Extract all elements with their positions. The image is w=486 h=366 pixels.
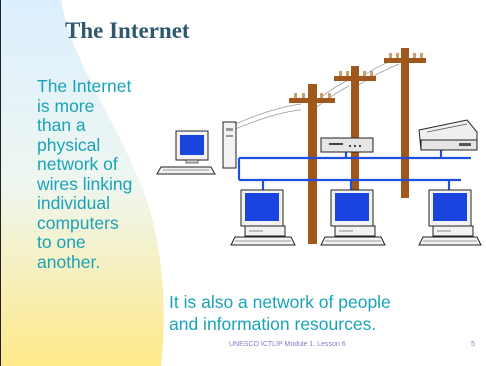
utility-pole-icon xyxy=(289,84,335,244)
body-text-left: The Internet is more than a physical net… xyxy=(37,76,133,272)
router-icon xyxy=(320,137,374,153)
body-text-bottom: It is also a network of people and infor… xyxy=(169,292,391,334)
page-number: 5 xyxy=(471,341,475,348)
network-cable xyxy=(237,150,471,192)
printer-icon xyxy=(418,119,478,151)
computer-icon xyxy=(156,121,237,175)
utility-pole-icon xyxy=(384,48,426,198)
slide-title: The Internet xyxy=(65,18,190,43)
computer-icon xyxy=(320,189,386,246)
overhead-wires xyxy=(230,57,400,131)
computer-icon xyxy=(230,189,296,246)
slide-footer: UNESCO ICTLIP Module 1. Lesson 6 xyxy=(229,341,346,348)
computer-icon xyxy=(418,189,482,246)
